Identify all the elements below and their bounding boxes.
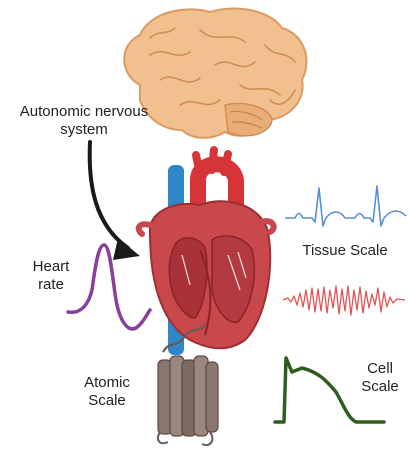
cell-scale-label-line2: Scale (350, 378, 410, 396)
ans-label-line1: Autonomic nervous (4, 103, 164, 121)
tissue-signal-trace (283, 286, 405, 315)
ecg-trace (285, 186, 406, 226)
atomic-scale-label-line1: Atomic (72, 374, 142, 392)
atomic-scale-label: Atomic Scale (72, 374, 142, 410)
cell-scale-label-line1: Cell (350, 360, 410, 378)
tissue-scale-label: Tissue Scale (285, 242, 405, 260)
ans-label-line2: system (4, 121, 164, 139)
autonomic-nervous-system-label: Autonomic nervous system (4, 103, 164, 139)
heart-rate-label-line2: rate (22, 276, 80, 294)
heart-rate-label: Heart rate (22, 258, 80, 294)
curved-arrow-icon (90, 142, 140, 260)
heart-rate-trace (68, 245, 150, 329)
atomic-scale-label-line2: Scale (72, 392, 142, 410)
heart-rate-label-line1: Heart (22, 258, 80, 276)
heart-icon (139, 150, 274, 355)
cell-scale-label: Cell Scale (350, 360, 410, 396)
